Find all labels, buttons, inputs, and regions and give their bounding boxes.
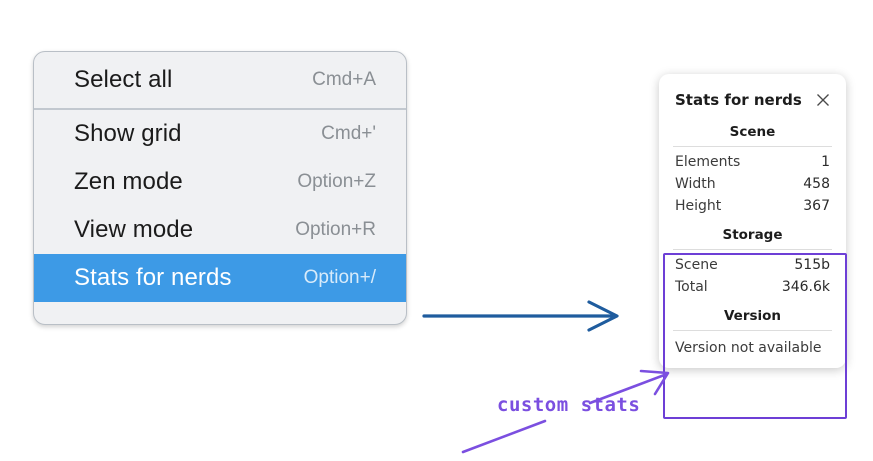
menu-item-view-mode[interactable]: View mode Option+R: [34, 206, 406, 254]
purple-underline-stroke: [461, 419, 547, 454]
menu-section-view: Show grid Cmd+' Zen mode Option+Z View m…: [34, 108, 406, 324]
menu-item-label: Zen mode: [74, 168, 183, 195]
menu-item-label: View mode: [74, 216, 194, 243]
stats-for-nerds-panel[interactable]: Stats for nerds Scene Elements 1 Width 4…: [659, 74, 846, 368]
stats-row-height: Height 367: [659, 195, 846, 217]
menu-item-zen-mode[interactable]: Zen mode Option+Z: [34, 158, 406, 206]
divider: [673, 330, 832, 331]
stats-row-value: 367: [803, 198, 830, 214]
blue-arrow-icon: [422, 300, 619, 332]
close-icon[interactable]: [814, 91, 832, 109]
stats-row-label: Height: [675, 198, 722, 214]
menu-item-label: Select all: [74, 66, 173, 93]
stats-section-heading-scene: Scene: [729, 124, 776, 140]
stats-version-note: Version not available: [675, 340, 822, 356]
menu-item-shortcut: Cmd+': [321, 123, 376, 144]
menu-section-primary: Select all Cmd+A: [34, 52, 406, 108]
stats-row-label: Total: [675, 279, 708, 295]
annotation-custom-stats-label: custom stats: [497, 394, 641, 416]
menu-item-show-grid[interactable]: Show grid Cmd+': [34, 110, 406, 158]
context-menu[interactable]: Select all Cmd+A Show grid Cmd+' Zen mod…: [33, 51, 407, 325]
stats-panel-title: Stats for nerds: [675, 91, 802, 109]
stats-row-label: Elements: [675, 154, 741, 170]
stats-row-value: 458: [803, 176, 830, 192]
divider: [673, 249, 832, 250]
menu-item-label: Stats for nerds: [74, 264, 232, 291]
menu-item-select-all[interactable]: Select all Cmd+A: [34, 52, 406, 108]
menu-item-shortcut: Option+/: [303, 267, 376, 288]
stats-row-label: Width: [675, 176, 716, 192]
menu-item-shortcut: Option+Z: [297, 171, 376, 192]
menu-footer-spacer: [34, 302, 406, 324]
stats-row-elements: Elements 1: [659, 151, 846, 173]
menu-item-label: Show grid: [74, 120, 182, 147]
stats-row-value: 346.6k: [781, 279, 830, 295]
stats-panel-header: Stats for nerds: [659, 86, 846, 114]
menu-item-stats-for-nerds[interactable]: Stats for nerds Option+/: [34, 254, 406, 302]
stats-row-label: Scene: [675, 257, 718, 273]
divider: [673, 146, 832, 147]
stats-section-heading-version: Version: [723, 308, 782, 324]
stats-row-width: Width 458: [659, 173, 846, 195]
menu-item-shortcut: Option+R: [295, 219, 376, 240]
stats-row-storage-total: Total 346.6k: [659, 276, 846, 298]
stats-section-heading-storage: Storage: [722, 227, 783, 243]
stats-row-value: 1: [821, 154, 830, 170]
stats-row-storage-scene: Scene 515b: [659, 254, 846, 276]
stats-row-value: 515b: [794, 257, 830, 273]
menu-item-shortcut: Cmd+A: [312, 69, 376, 90]
